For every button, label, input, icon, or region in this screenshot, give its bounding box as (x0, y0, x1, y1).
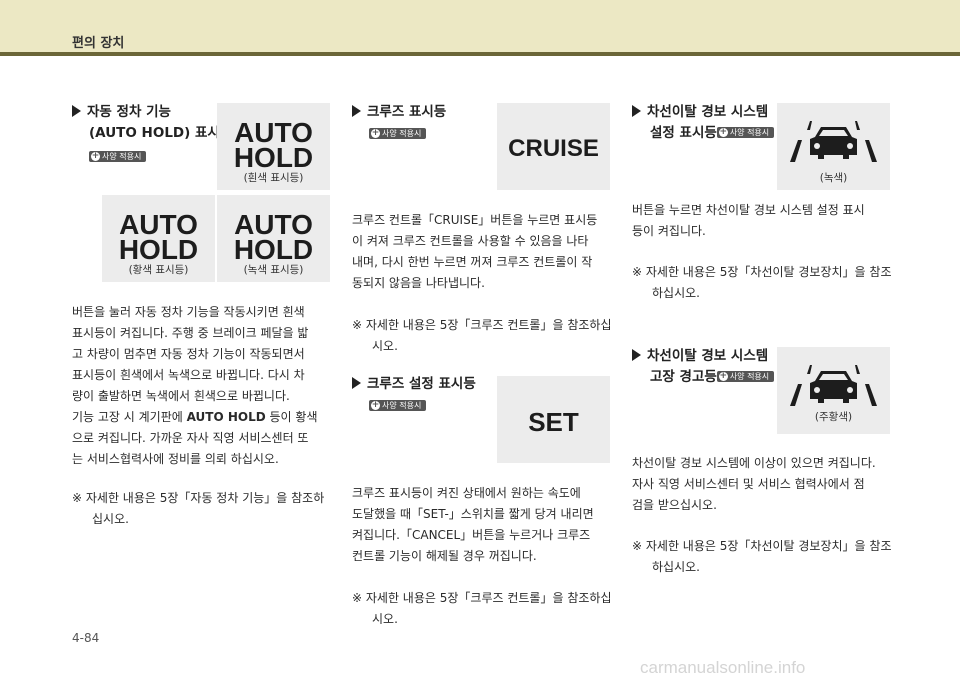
triangle-bullet-icon (352, 105, 361, 117)
cruise-set-note: ※ 자세한 내용은 5장「크루즈 컨트롤」을 참조하십시오. (352, 591, 612, 626)
triangle-bullet-icon (72, 105, 81, 117)
cruise-set-heading: 크루즈 설정 표시등 (352, 374, 476, 395)
header-rule (0, 52, 960, 56)
lane-setting-body: 버튼을 누르면 차선이탈 경보 시스템 설정 표시 등이 켜집니다. (632, 203, 865, 238)
spec-badge: +사양 적용시 (716, 127, 775, 138)
cruise-set-indicator: SET (497, 376, 610, 463)
plus-icon: + (718, 371, 728, 381)
auto-hold-heading: 자동 정차 기능 (72, 102, 171, 123)
cruise-set-body: 크루즈 표시등이 켜진 상태에서 원하는 속도에 도달했을 때「SET-」스위치… (352, 486, 594, 563)
lane-setting-heading-line2: 설정 표시등+사양 적용시 (650, 123, 775, 144)
lane-departure-car-icon (790, 365, 877, 406)
lane-fault-indicator: (주황색) (777, 347, 890, 434)
page-number: 4-84 (72, 631, 100, 645)
spec-badge: +사양 적용시 (716, 371, 775, 382)
auto-hold-heading-line2: (AUTO HOLD) 표시등 (89, 125, 233, 141)
lane-fault-note: ※ 자세한 내용은 5장「차선이탈 경보장치」을 참조하십시오. (632, 539, 892, 574)
lane-setting-indicator: (녹색) (777, 103, 890, 190)
auto-hold-body: 버튼을 눌러 자동 정차 기능을 작동시키면 흰색 표시등이 켜집니다. 주행 … (72, 305, 318, 466)
spec-badge: +사양 적용시 (369, 128, 427, 139)
lane-setting-note: ※ 자세한 내용은 5장「차선이탈 경보장치」을 참조하십시오. (632, 265, 892, 300)
page-header: 편의 장치 (0, 0, 960, 52)
plus-icon: + (371, 400, 380, 410)
plus-icon: + (371, 128, 380, 138)
lane-fault-heading-line2: 고장 경고등+사양 적용시 (650, 367, 775, 388)
cruise-indicator: CRUISE (497, 103, 610, 190)
plus-icon: + (91, 151, 100, 161)
triangle-bullet-icon (352, 377, 361, 389)
lane-fault-body: 차선이탈 경보 시스템에 이상이 있으면 켜집니다. 자사 직영 서비스센터 및… (632, 456, 876, 512)
spec-badge: +사양 적용시 (89, 151, 147, 162)
triangle-bullet-icon (632, 349, 641, 361)
auto-hold-white-indicator: AUTO HOLD (흰색 표시등) (217, 103, 330, 190)
spec-badge: +사양 적용시 (369, 400, 427, 411)
triangle-bullet-icon (632, 105, 641, 117)
lane-fault-heading: 차선이탈 경보 시스템 (632, 346, 768, 367)
lane-setting-heading: 차선이탈 경보 시스템 (632, 102, 768, 123)
plus-icon: + (718, 127, 728, 137)
auto-hold-note: ※ 자세한 내용은 5장「자동 정차 기능」을 참조하십시오. (72, 491, 325, 526)
auto-hold-green-indicator: AUTO HOLD (녹색 표시등) (217, 195, 330, 282)
auto-hold-yellow-indicator: AUTO HOLD (황색 표시등) (102, 195, 215, 282)
lane-departure-car-icon (790, 121, 877, 162)
header-title: 편의 장치 (72, 36, 125, 51)
cruise-body: 크루즈 컨트롤「CRUISE」버튼을 누르면 표시등 이 켜져 크루즈 컨트롤을… (352, 213, 598, 290)
cruise-heading: 크루즈 표시등 (352, 102, 446, 123)
watermark: carmanualsonline.info (640, 658, 806, 677)
cruise-note: ※ 자세한 내용은 5장「크루즈 컨트롤」을 참조하십시오. (352, 318, 612, 353)
